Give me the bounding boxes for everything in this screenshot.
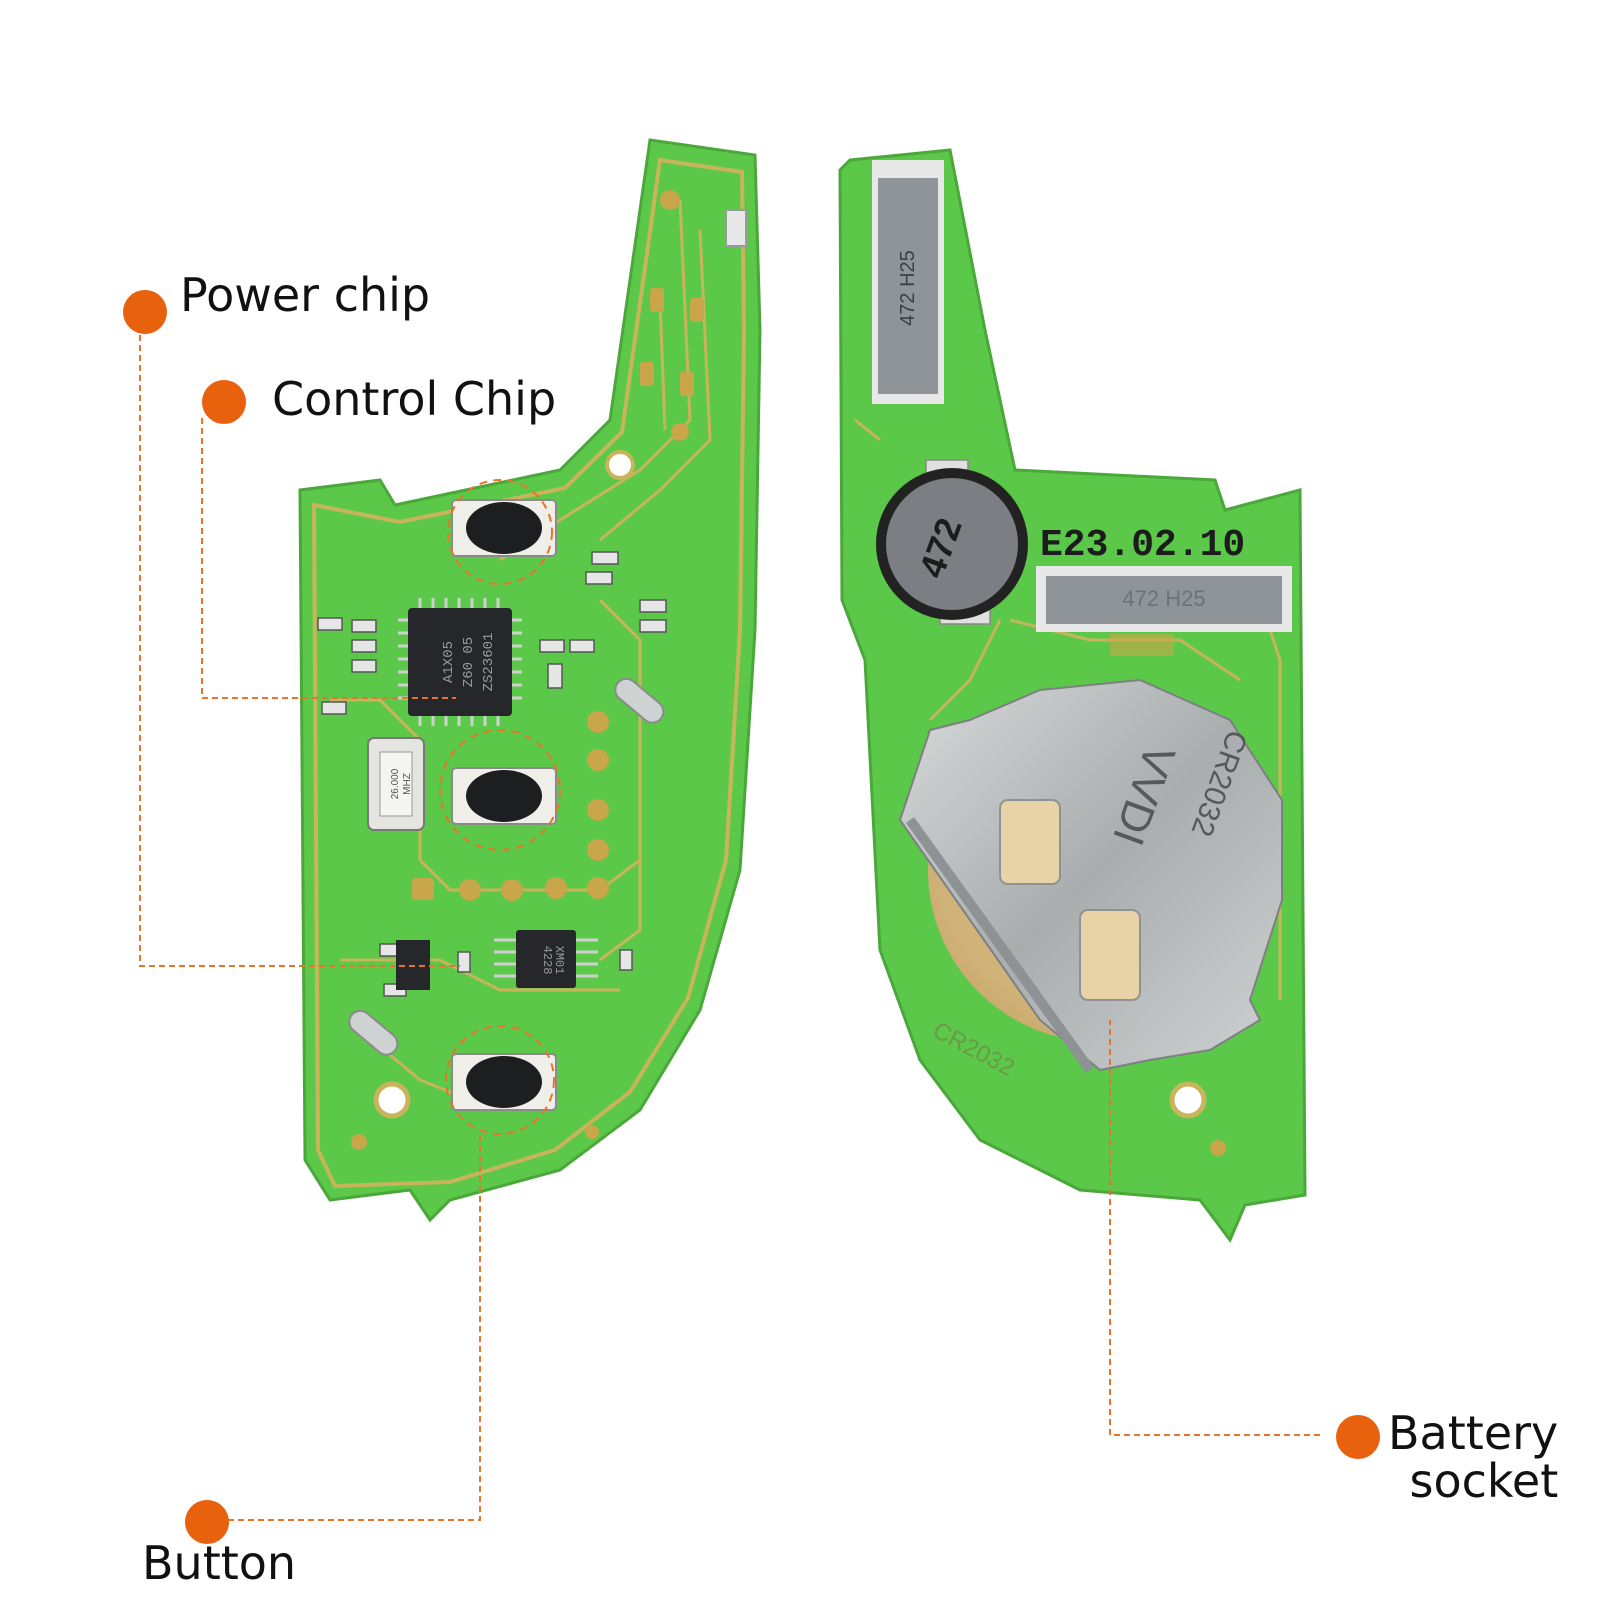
control-chip-label: Control Chip bbox=[272, 372, 557, 426]
pad bbox=[1210, 1140, 1226, 1156]
power-chip-guide bbox=[139, 325, 460, 967]
battery-socket-label: Battery socket bbox=[1388, 1410, 1558, 1504]
control-chip-guide bbox=[201, 418, 456, 699]
mounting-hole bbox=[373, 1081, 411, 1119]
crystal-oscillator: 26.000 MHZ bbox=[367, 737, 425, 831]
power-chip-label: XM01 bbox=[552, 946, 566, 975]
mounting-hole bbox=[605, 450, 635, 480]
control-chip-label: Z60 05 bbox=[461, 637, 477, 687]
button-label: Button bbox=[142, 1536, 297, 1590]
battery-connector: 472 H25 bbox=[872, 160, 944, 404]
battery-socket-label-line2: socket bbox=[1409, 1454, 1559, 1508]
date-code: E23.02.10 bbox=[1040, 524, 1245, 567]
crystal-label: MHZ bbox=[402, 773, 413, 795]
connector-label: 472 H25 bbox=[1122, 586, 1205, 611]
power-chip-label: 4228 bbox=[540, 946, 554, 975]
tactile-button bbox=[447, 479, 557, 585]
power-chip: XM01 4228 bbox=[494, 930, 598, 988]
connector-label: 472 H25 bbox=[897, 250, 919, 326]
crystal-label: 26.000 bbox=[390, 768, 401, 799]
tactile-button bbox=[439, 729, 561, 851]
callout-guides bbox=[139, 325, 1320, 1521]
battery-clip bbox=[898, 678, 1283, 1072]
power-chip-label: Power chip bbox=[180, 268, 431, 322]
pcb-front-pads bbox=[351, 190, 704, 1150]
pad-row bbox=[1110, 634, 1174, 656]
button-marker bbox=[185, 1500, 229, 1544]
tactile-button bbox=[445, 1025, 557, 1135]
pcb-front-traces bbox=[330, 199, 712, 1102]
inductor: 472 bbox=[876, 459, 1028, 625]
battery-socket-label-line1: Battery bbox=[1388, 1406, 1559, 1460]
battery-socket-marker bbox=[1336, 1415, 1380, 1459]
antenna-crystal bbox=[348, 1009, 399, 1056]
control-chip-marker bbox=[202, 380, 246, 424]
control-chip-label: ZS23601 bbox=[481, 633, 497, 692]
pcb-back-board: 472 H25 472 E23.02.10 472 H25 VVDI CR203… bbox=[838, 148, 1307, 1243]
mounting-hole bbox=[1169, 1081, 1207, 1119]
control-chip-label: A1X05 bbox=[441, 641, 457, 683]
battery-socket-guide bbox=[1109, 1020, 1320, 1436]
button-guide bbox=[228, 1136, 481, 1521]
pcb-front-board: A1X05 Z60 05 ZS23601 26.000 MHZ bbox=[298, 138, 762, 1223]
battery-connector: 472 H25 bbox=[1036, 566, 1292, 632]
battery-socket: VVDI CR2032 bbox=[898, 678, 1283, 1073]
smd-passives bbox=[317, 551, 667, 997]
power-chip-marker bbox=[123, 290, 167, 334]
led bbox=[725, 209, 747, 247]
antenna-crystal bbox=[614, 677, 665, 724]
control-chip: A1X05 Z60 05 ZS23601 bbox=[398, 598, 522, 726]
